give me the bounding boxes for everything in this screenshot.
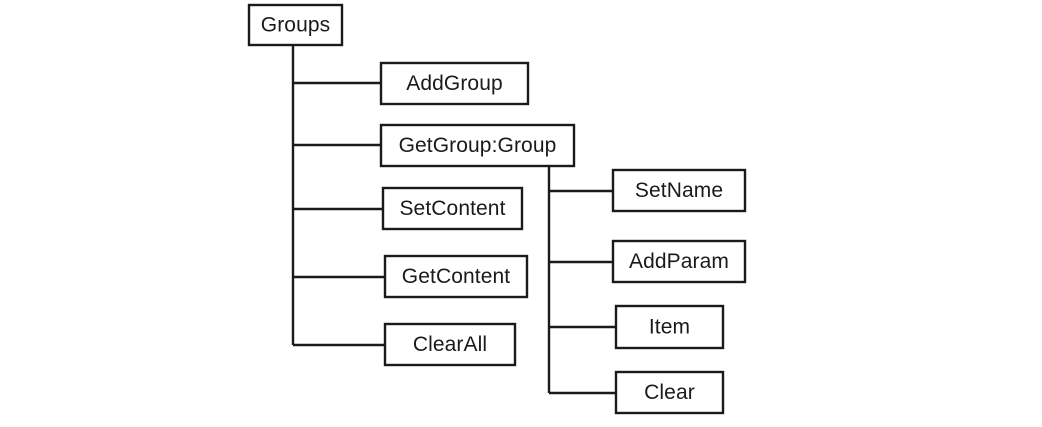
node-label-getgroup: GetGroup:Group (399, 134, 557, 157)
node-label-setcontent: SetContent (399, 197, 505, 220)
node-label-setname: SetName (635, 179, 723, 202)
node-getgroup[interactable]: GetGroup:Group (379, 123, 576, 168)
node-label-clear: Clear (644, 381, 695, 404)
node-label-addgroup: AddGroup (406, 72, 503, 95)
node-clearall[interactable]: ClearAll (383, 322, 517, 367)
node-box-setcontent (381, 186, 524, 231)
node-box-clearall (383, 322, 517, 367)
node-box-clear (614, 370, 725, 415)
node-clear[interactable]: Clear (614, 370, 725, 415)
node-label-getcontent: GetContent (402, 265, 510, 288)
node-addparam[interactable]: AddParam (611, 239, 747, 284)
node-item[interactable]: Item (614, 304, 725, 350)
node-groups[interactable]: Groups (247, 3, 344, 47)
trunk-lines-group (291, 45, 551, 393)
connector-lines-group (293, 81, 616, 395)
node-box-getgroup (379, 123, 576, 168)
node-label-clearall: ClearAll (413, 333, 487, 356)
node-box-item (614, 304, 725, 350)
node-label-addparam: AddParam (629, 250, 729, 273)
node-boxes-group: GroupsAddGroupGetGroup:GroupSetContentGe… (247, 3, 747, 415)
node-box-addparam (611, 239, 747, 284)
node-setname[interactable]: SetName (611, 168, 747, 213)
node-setcontent[interactable]: SetContent (381, 186, 524, 231)
node-box-addgroup (379, 61, 530, 106)
node-addgroup[interactable]: AddGroup (379, 61, 530, 106)
node-label-item: Item (649, 316, 690, 339)
node-box-setname (611, 168, 747, 213)
node-box-groups (247, 3, 344, 47)
node-box-getcontent (383, 254, 529, 299)
node-getcontent[interactable]: GetContent (383, 254, 529, 299)
node-label-groups: Groups (261, 14, 330, 37)
